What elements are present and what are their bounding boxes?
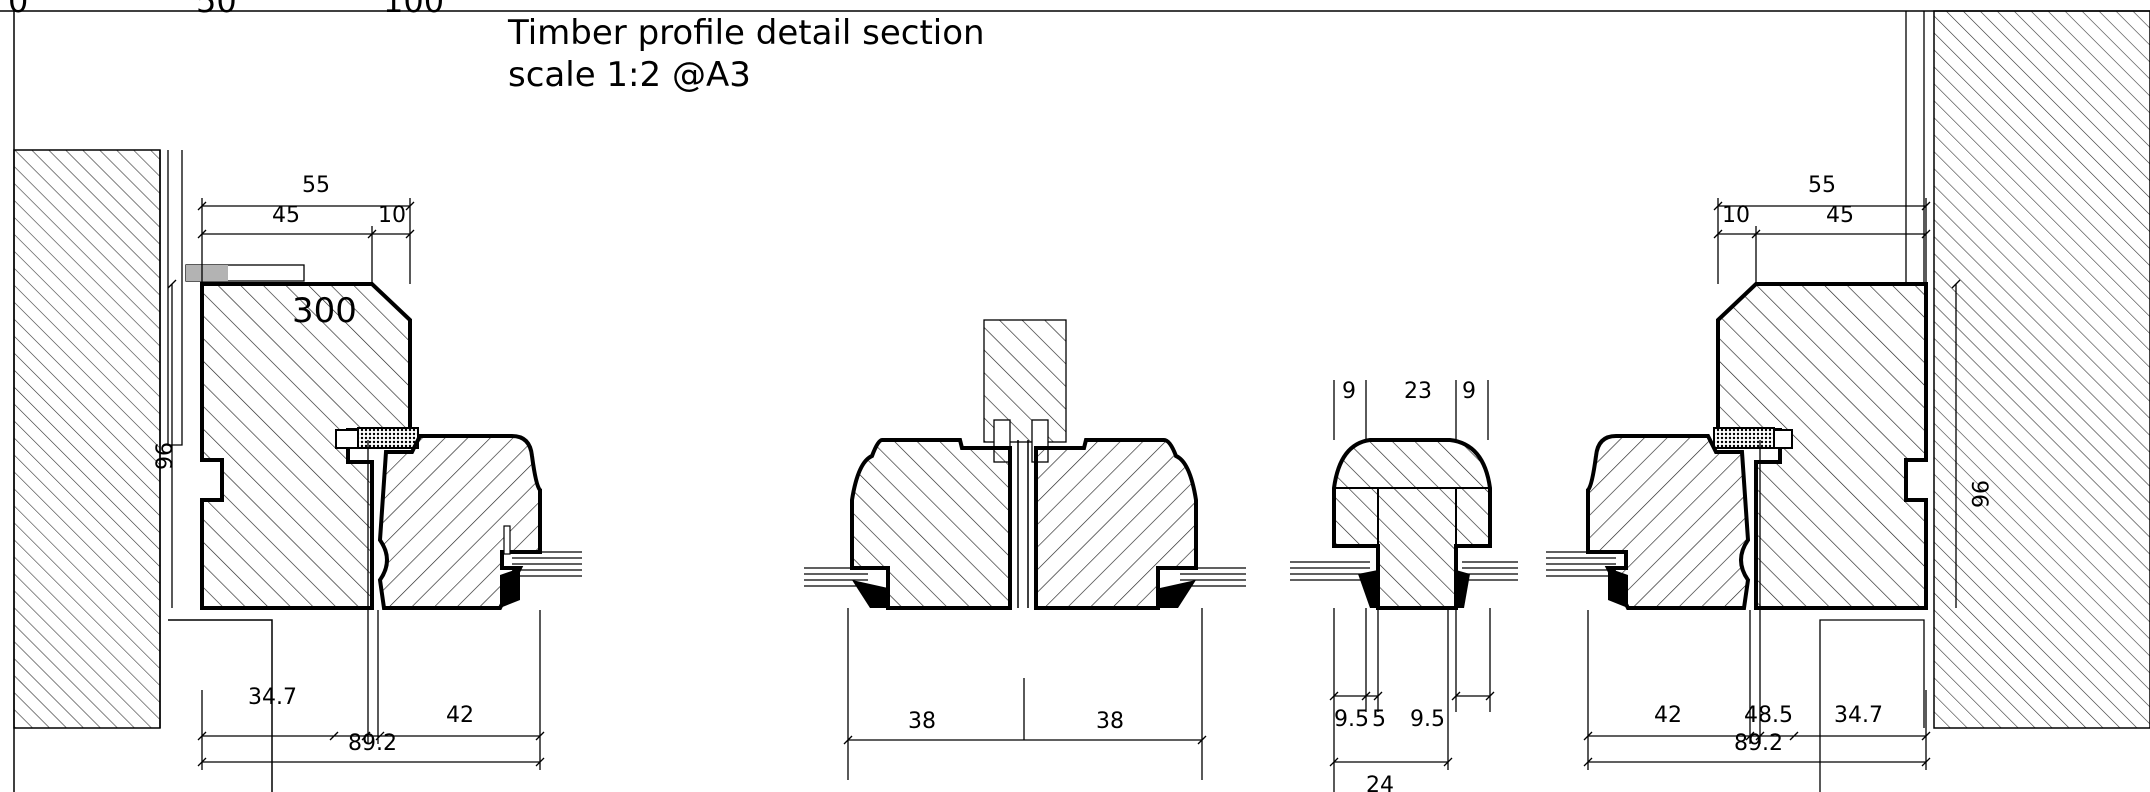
title-line-1: Timber profile detail section	[508, 13, 985, 53]
dimensions	[167, 198, 1961, 792]
right-frame-profile	[1713, 282, 1928, 610]
dim-right-96: 96	[1966, 480, 1991, 508]
overlay-label: 300	[292, 291, 357, 331]
right-wall	[1819, 10, 2150, 792]
dim-right-42: 42	[1654, 703, 1682, 728]
dim-left-45: 45	[272, 203, 300, 228]
dim-bar-9-5-a: 9.5	[1334, 707, 1369, 732]
glazing-bar-profile	[1290, 438, 1518, 610]
dim-right-34-7: 34.7	[1834, 703, 1883, 728]
scale-label-0: 0	[8, 0, 28, 20]
center-right-sash	[1034, 438, 1246, 610]
scale-label-100: 100	[383, 0, 444, 20]
dimension-labels: 55 45 10 96 34.7 42 89.2 38 38 9 23 9 9.…	[153, 173, 1991, 792]
dim-right-45: 45	[1826, 203, 1854, 228]
scale-bar: 0 50 100	[8, 0, 444, 20]
left-frame-profile	[200, 282, 419, 610]
dim-right-10: 10	[1722, 203, 1750, 228]
dim-right-55: 55	[1808, 173, 1836, 198]
dim-left-55: 55	[302, 173, 330, 198]
dim-left-42: 42	[446, 703, 474, 728]
dim-bar-5: 5	[1372, 707, 1386, 732]
dim-left-34-7: 34.7	[248, 685, 297, 710]
dim-right-89-2: 89.2	[1734, 731, 1783, 756]
dim-center-38-b: 38	[1096, 709, 1124, 734]
dim-left-10: 10	[378, 203, 406, 228]
dim-right-48-5: 48.5	[1744, 703, 1793, 728]
dim-bar-24: 24	[1366, 773, 1394, 792]
dim-left-96: 96	[153, 442, 178, 470]
scale-label-50: 50	[196, 0, 237, 20]
right-sash-profile	[1546, 434, 1751, 610]
left-sash-profile	[377, 434, 582, 610]
dim-center-38-a: 38	[908, 709, 936, 734]
dim-bar-9-5-b: 9.5	[1410, 707, 1445, 732]
dim-left-89-2: 89.2	[348, 731, 397, 756]
dim-bar-23: 23	[1404, 379, 1432, 404]
title-line-2: scale 1:2 @A3	[508, 55, 751, 95]
center-left-sash	[804, 438, 1012, 610]
dim-bar-9-b: 9	[1462, 379, 1476, 404]
left-wall	[13, 149, 305, 792]
dim-bar-9-a: 9	[1342, 379, 1356, 404]
drawing-title: Timber profile detail section scale 1:2 …	[508, 12, 985, 96]
